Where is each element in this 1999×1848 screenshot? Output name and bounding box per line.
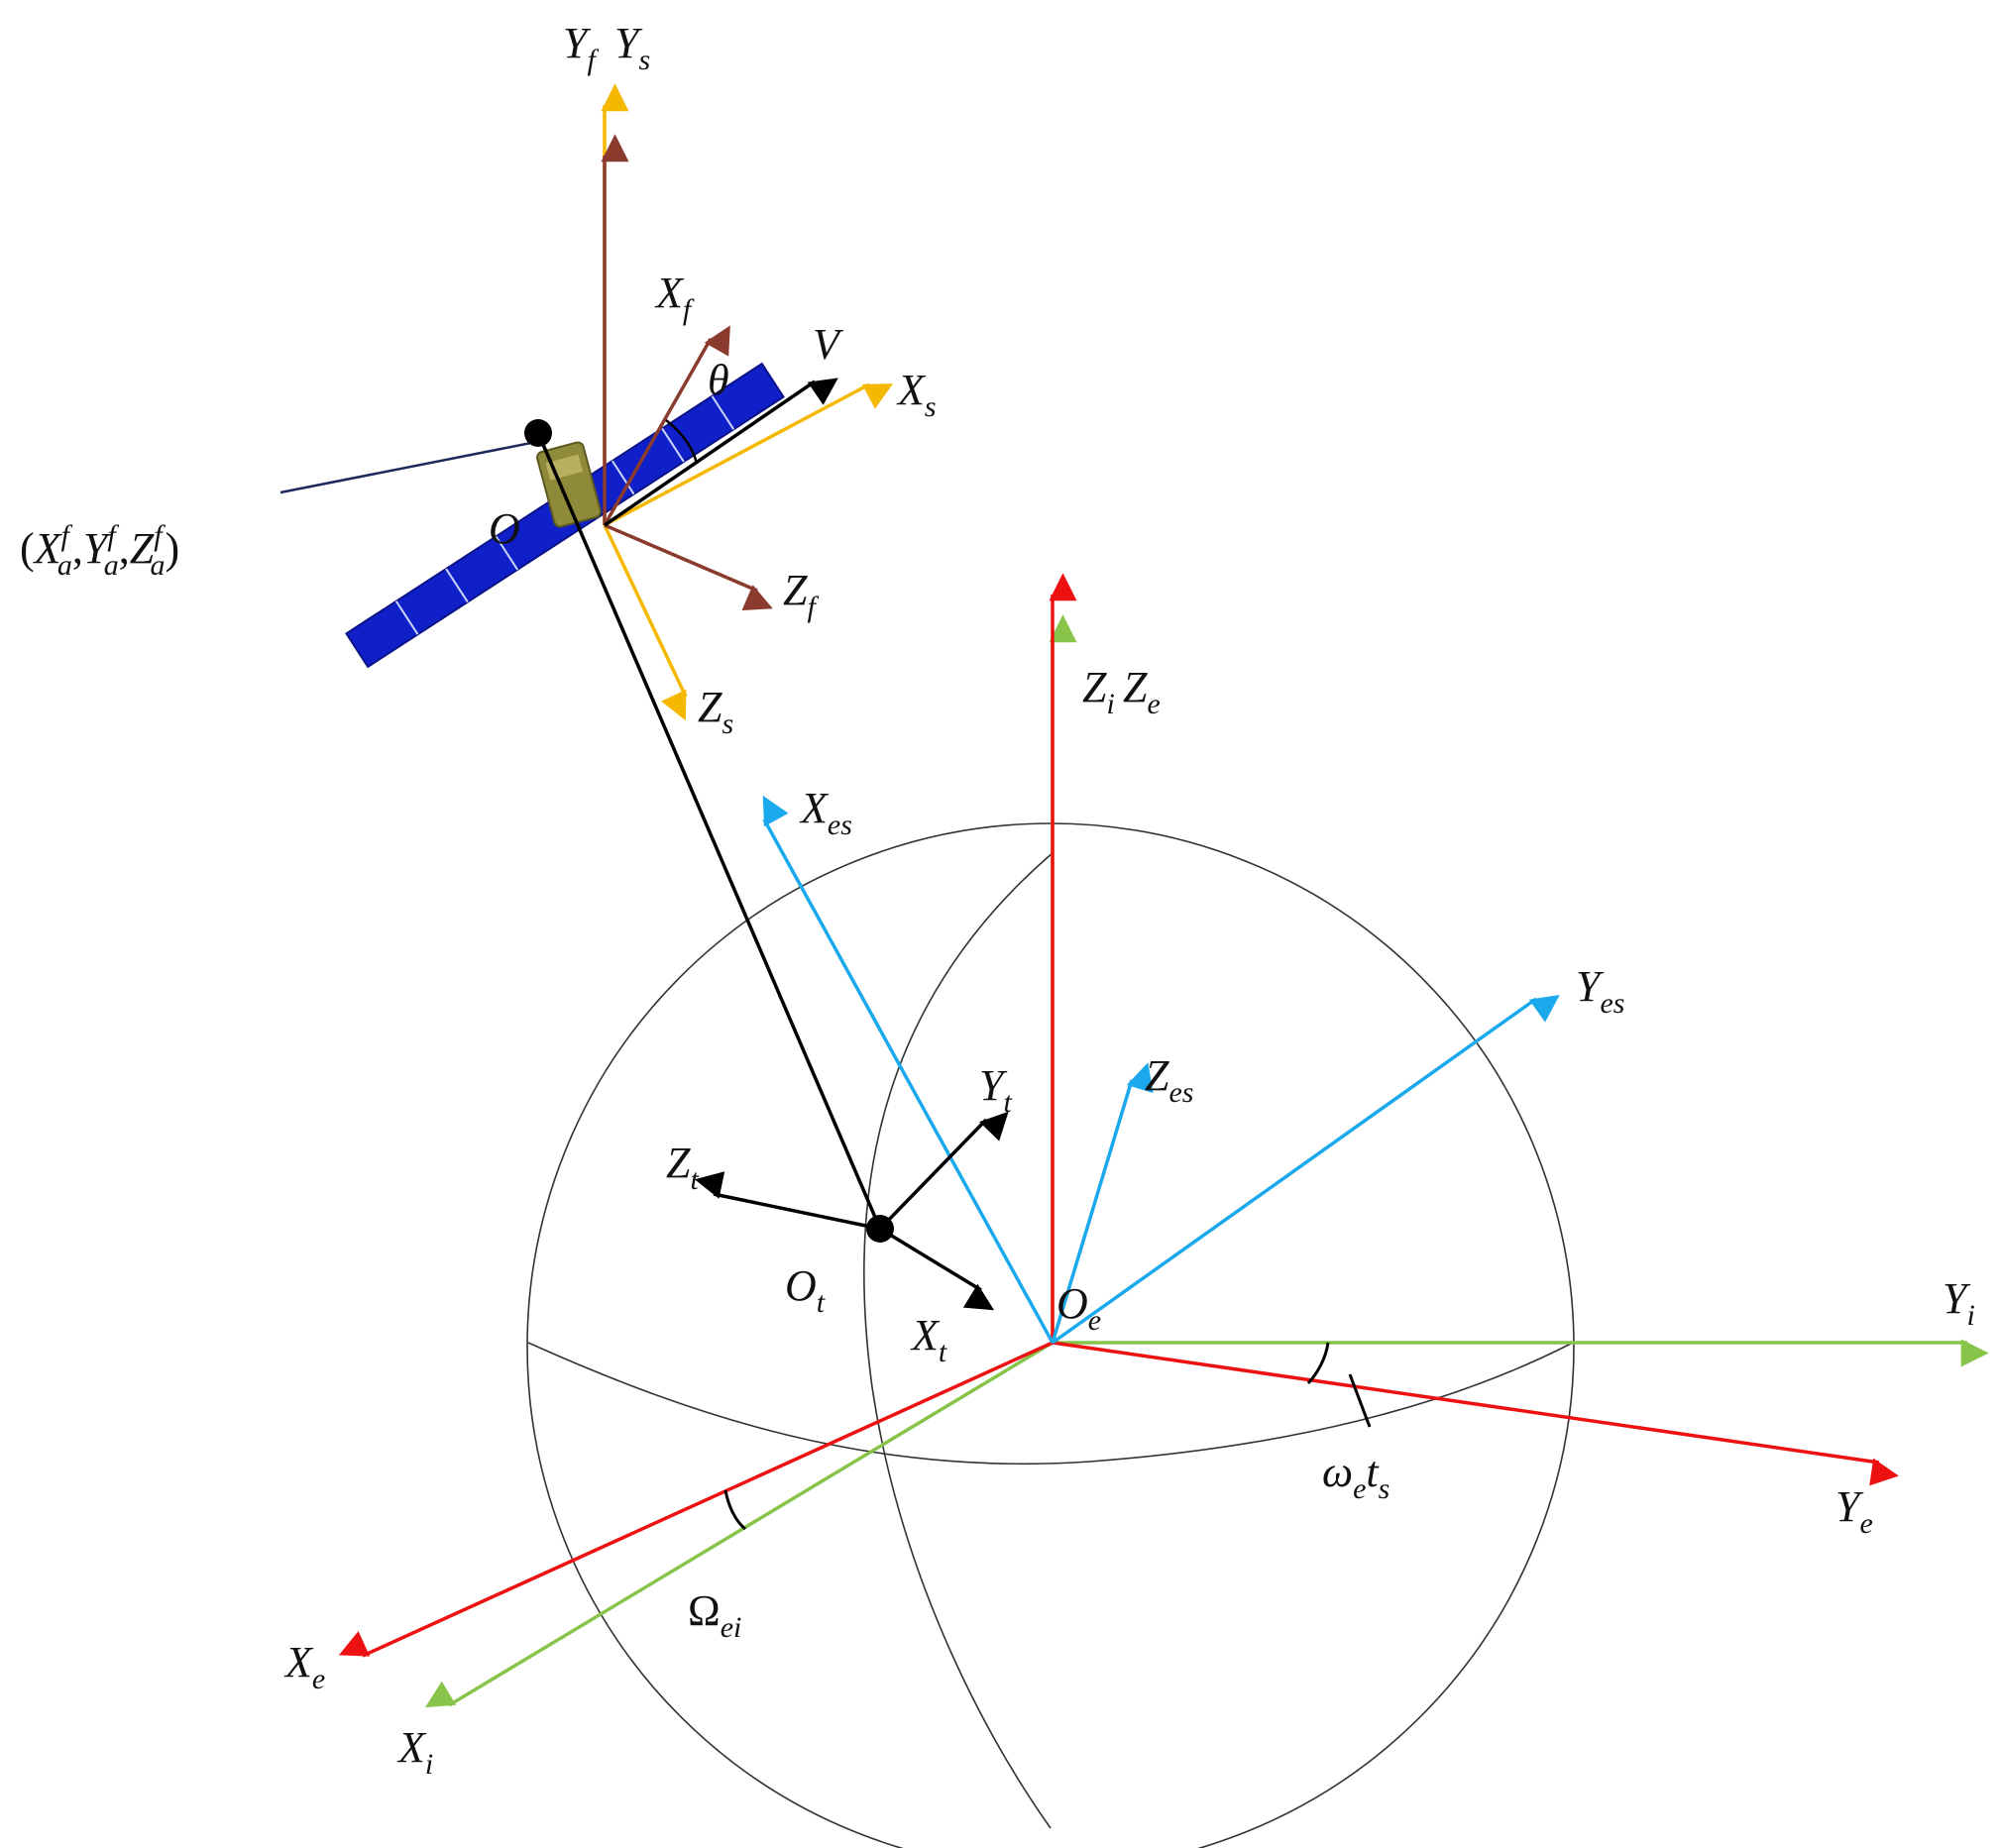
xi-axis — [424, 1341, 1054, 1708]
zs-axis — [603, 524, 688, 721]
label-yt: Yt — [979, 1061, 1012, 1119]
zes-axis — [1051, 1062, 1154, 1344]
meridian-curve — [863, 851, 1055, 1829]
label-zs: Zs — [698, 683, 733, 740]
line-of-sight — [536, 432, 882, 1230]
xes-axis — [762, 795, 1055, 1344]
label-zt: Zt — [666, 1139, 699, 1196]
label-yes: Yes — [1576, 962, 1624, 1020]
label-zf: Zf — [783, 566, 819, 623]
equator-curve — [527, 1342, 1574, 1466]
label-omega-e-ts: ωets — [1322, 1448, 1389, 1505]
label-v: V — [813, 320, 844, 369]
label-zi: Zi — [1082, 663, 1115, 720]
satellite-icon — [345, 362, 785, 669]
target-frame — [694, 1111, 1009, 1311]
ye-axis — [1052, 1341, 1899, 1486]
earth-fixed-frame — [338, 573, 1899, 1658]
label-yi: Yi — [1943, 1274, 1975, 1332]
orbit-pointer-line — [279, 440, 537, 494]
earth-outline — [526, 822, 1575, 1848]
velocity-vector — [604, 378, 838, 527]
label-xe: Xe — [283, 1638, 325, 1695]
omega-ei-arc — [723, 1489, 746, 1531]
xs-axis — [604, 382, 894, 527]
omega-e-arc — [1306, 1342, 1330, 1385]
label-zes: Zes — [1145, 1051, 1193, 1109]
earth-scene-frame — [762, 795, 1560, 1345]
label-xes: Xes — [799, 784, 852, 841]
xt-axis — [879, 1227, 995, 1311]
xf-axis — [603, 325, 730, 526]
label-xf: Xf — [654, 269, 695, 326]
satellite-point — [524, 419, 552, 447]
angle-arcs — [723, 1342, 1372, 1531]
yt-axis — [878, 1111, 1009, 1231]
theta-arc — [665, 419, 699, 465]
label-ot: Ot — [785, 1261, 826, 1319]
velocity-group — [604, 378, 838, 527]
label-yf: Yf — [563, 19, 599, 76]
platform-frame — [601, 134, 773, 611]
omega-e-tick — [1348, 1373, 1372, 1428]
zf-axis — [604, 523, 773, 611]
target-point — [866, 1215, 894, 1243]
label-xi: Xi — [396, 1723, 433, 1781]
xe-axis — [338, 1341, 1054, 1658]
label-o: O — [489, 504, 520, 553]
label-oe: Oe — [1056, 1279, 1101, 1337]
label-ze: Ze — [1123, 663, 1161, 720]
label-xt: Xt — [910, 1311, 947, 1368]
label-theta: θ — [708, 356, 729, 404]
label-ys: Ys — [614, 19, 650, 76]
yes-axis — [1051, 994, 1560, 1345]
label-omega-ei: Ωei — [688, 1586, 741, 1644]
label-xs: Xs — [896, 366, 937, 423]
label-ye: Ye — [1835, 1482, 1873, 1540]
zt-axis — [694, 1171, 881, 1231]
